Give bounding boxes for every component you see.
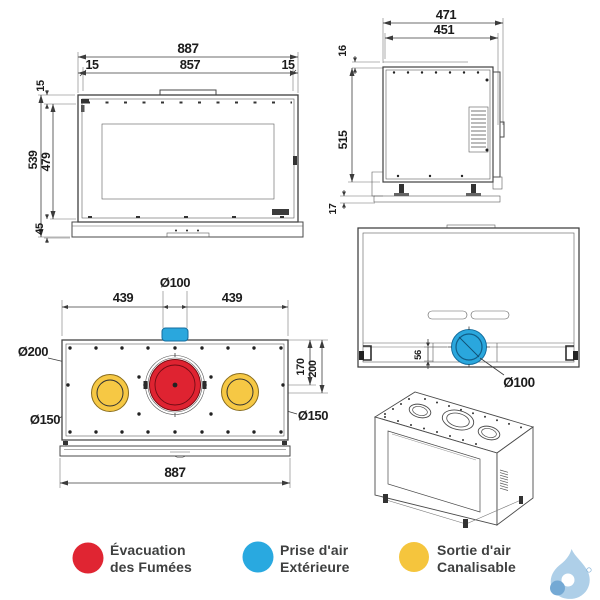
top-view-drawing: [59, 327, 291, 458]
top-left-offset-dim: 439: [113, 290, 134, 305]
front-view: 887 15 857 15 15 539 479 45: [26, 41, 304, 243]
legend-item-outside-air: Prise d'air Extérieure: [242, 541, 350, 575]
flue-legend-label-line1: Évacuation: [110, 542, 186, 558]
top-air-inlet-diameter-dim: Ø100: [160, 275, 190, 290]
side-view-drawing: [371, 61, 505, 203]
front-view-drawing: [71, 89, 304, 238]
isometric-view: [373, 391, 535, 528]
outside-air-legend-dot-icon: [242, 541, 274, 573]
top-right-offset-dim: 439: [222, 290, 243, 305]
side-top-inset-dim: 16: [337, 45, 349, 57]
side-body-depth-dim: 451: [434, 22, 455, 37]
side-body-height-dim: 515: [336, 130, 350, 150]
rear-air-inlet-diameter-dim: Ø100: [503, 375, 534, 390]
flue-legend-label-line2: des Fumées: [110, 559, 192, 575]
rear-view: Ø100 56: [357, 224, 580, 390]
side-view: 471 451 16 515 17: [327, 7, 505, 214]
front-glass-height-dim: 479: [39, 152, 53, 172]
front-top-margin-dim: 15: [35, 80, 47, 92]
ductable-air-legend-label-line2: Canalisable: [437, 559, 516, 575]
top-flue-diameter-dim: Ø200: [18, 344, 48, 359]
side-base-height-dim: 17: [327, 203, 339, 214]
logo-dot: [550, 580, 565, 596]
front-left-margin-dim: 15: [85, 58, 99, 72]
front-overall-height-dim: 539: [26, 150, 40, 170]
iso-screw-dots: [384, 398, 522, 445]
rear-view-drawing: [357, 224, 580, 368]
front-right-margin-dim: 15: [281, 58, 295, 72]
front-glass-width-dim: 857: [180, 57, 201, 72]
outside-air-legend-label-line1: Prise d'air: [280, 542, 349, 558]
flue-legend-dot-icon: [72, 542, 104, 574]
side-overall-depth-dim: 471: [436, 7, 457, 22]
top-duct-center-depth-dim: 170: [295, 358, 307, 375]
ductable-air-legend-label-line1: Sortie d'air: [437, 542, 511, 558]
legend-item-ductable-air: Sortie d'air Canalisable: [399, 542, 516, 575]
front-base-height-dim: 45: [34, 223, 46, 235]
rear-inlet-height-dim: 56: [413, 350, 424, 360]
ductable-air-legend-dot-icon: [399, 542, 429, 572]
air-inlet-port-top: [161, 327, 189, 342]
top-overall-width-dim: 887: [164, 465, 185, 480]
front-overall-width-dim: 887: [177, 41, 198, 56]
iso-side-vent: [499, 469, 509, 491]
top-view: Ø100 439 439 Ø200 Ø150 Ø150 170 200 887: [18, 275, 329, 488]
legend: Évacuation des Fumées Prise d'air Extéri…: [72, 541, 516, 575]
top-right-duct-diameter-dim: Ø150: [298, 408, 328, 423]
top-left-duct-diameter-dim: Ø150: [30, 412, 60, 427]
top-flue-center-depth-dim: 200: [307, 360, 319, 377]
outside-air-legend-label-line2: Extérieure: [280, 559, 350, 575]
brand-logo: [550, 549, 592, 599]
legend-item-flue: Évacuation des Fumées: [72, 542, 192, 575]
